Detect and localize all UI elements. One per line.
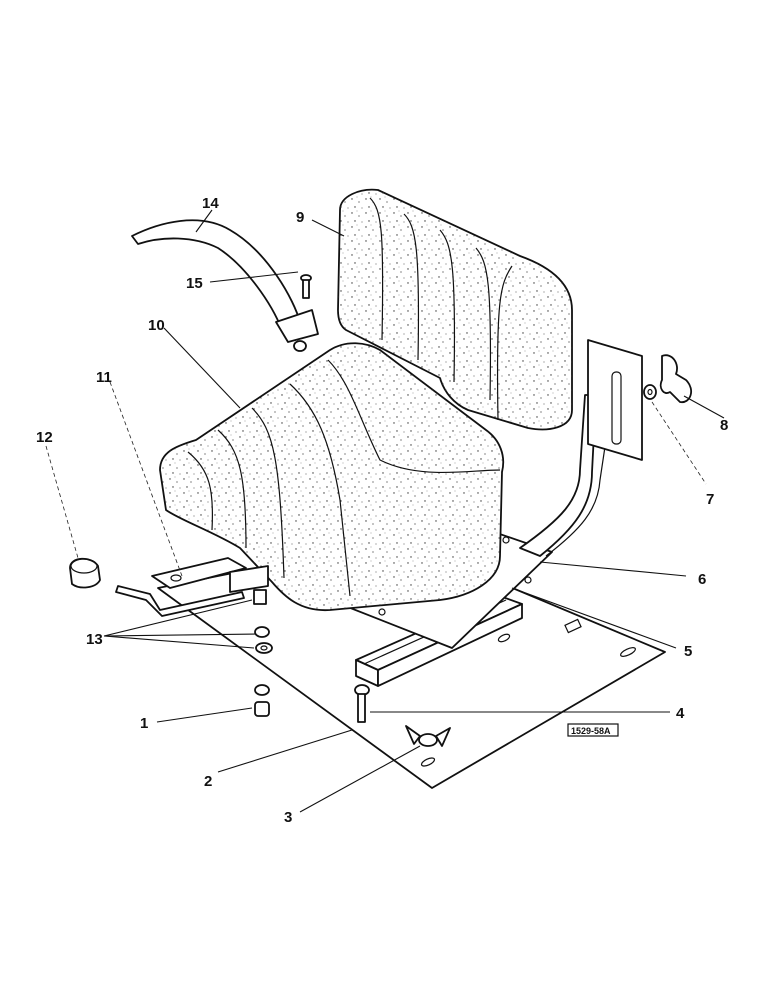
callout-6: 6 xyxy=(698,571,706,588)
seat-cushion xyxy=(159,342,505,611)
callout-11: 11 xyxy=(96,369,112,386)
callout-13: 13 xyxy=(86,631,103,648)
backrest-cushion xyxy=(337,188,573,431)
callout-2: 2 xyxy=(204,773,212,790)
leader-lines xyxy=(45,209,725,813)
bolt xyxy=(354,684,370,723)
spacers-and-washers xyxy=(253,589,273,696)
nut xyxy=(254,701,270,717)
knob xyxy=(69,557,101,589)
callout-8: 8 xyxy=(720,417,728,434)
adjustment-bracket xyxy=(587,339,643,461)
callout-4: 4 xyxy=(676,705,685,722)
drawing-reference: 1529-58A xyxy=(567,723,619,737)
washer xyxy=(643,384,657,400)
callout-15: 15 xyxy=(186,275,203,292)
wing-nut xyxy=(405,725,451,747)
callout-7: 7 xyxy=(706,491,714,508)
callout-3: 3 xyxy=(284,809,292,826)
wing-nut-backrest xyxy=(659,354,693,403)
callout-labels: 1 2 3 4 5 6 7 8 9 10 11 12 13 14 15 xyxy=(36,195,728,826)
callout-10: 10 xyxy=(148,317,165,334)
adjuster-rod xyxy=(115,585,245,617)
callout-14: 14 xyxy=(202,195,219,212)
drawing-reference-number: 1529-58A xyxy=(571,726,611,736)
callout-12: 12 xyxy=(36,429,53,446)
screw xyxy=(293,274,312,352)
callout-1: 1 xyxy=(140,715,148,732)
seat-mounting-bracket xyxy=(151,557,269,593)
callout-9: 9 xyxy=(296,209,304,226)
callout-5: 5 xyxy=(684,643,692,660)
